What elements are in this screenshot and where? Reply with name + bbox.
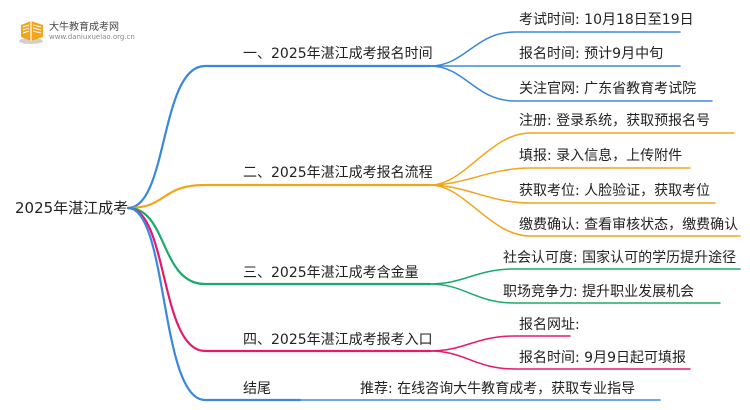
leaf-recommendation: 推荐: 在线咨询大牛教育成考，获取专业指导 xyxy=(360,381,636,397)
leaf-payment: 缴费确认: 查看审核状态，缴费确认 xyxy=(519,217,739,233)
leaf-connector xyxy=(429,268,741,285)
leaf-register-time: 报名时间: 预计9月中旬 xyxy=(519,46,664,62)
leaf-connector xyxy=(429,65,713,102)
logo-url: www.daniuxueiao.org.cn xyxy=(49,33,135,41)
logo: 大牛教育成考网 www.daniuxueiao.org.cn xyxy=(18,17,135,47)
leaf-official-site: 关注官网: 广东省教育考试院 xyxy=(519,81,697,97)
root-topic: 2025年湛江成考 xyxy=(15,199,129,217)
leaf-connector xyxy=(429,132,735,186)
leaf-register-date: 报名时间: 9月9日起可填报 xyxy=(519,350,686,366)
leaf-connector xyxy=(429,31,681,67)
branch-ending: 结尾 xyxy=(243,381,271,397)
branch-registration-process: 二、2025年湛江成考报名流程 xyxy=(243,165,433,181)
leaf-exam-time: 考试时间: 10月18日至19日 xyxy=(519,12,694,28)
branch-entrance: 四、2025年湛江成考报考入口 xyxy=(243,332,433,348)
leaf-connector xyxy=(429,184,741,237)
leaf-career: 职场竞争力: 提升职业发展机会 xyxy=(503,284,695,300)
branch-connector xyxy=(126,206,432,353)
logo-title: 大牛教育成考网 xyxy=(49,22,119,33)
branch-connector xyxy=(126,206,432,286)
leaf-get-seat: 获取考位: 人脸验证，获取考位 xyxy=(519,183,711,199)
branch-connector xyxy=(126,64,432,210)
leaf-connector xyxy=(429,335,571,352)
leaf-social-recognition: 社会认可度: 国家认可的学历提升途径 xyxy=(503,250,737,266)
branch-value: 三、2025年湛江成考含金量 xyxy=(243,265,419,281)
leaf-connector xyxy=(429,184,716,204)
leaf-connector xyxy=(429,283,721,304)
branch-registration-time: 一、2025年湛江成考报名时间 xyxy=(243,46,433,62)
branch-connector xyxy=(126,206,302,402)
branch-connector xyxy=(126,183,432,210)
leaf-register-url: 报名网址: xyxy=(519,317,580,333)
leaf-connector xyxy=(429,167,691,186)
leaf-connector xyxy=(429,350,691,370)
leaf-sign-up: 注册: 登录系统，获取预报名号 xyxy=(519,113,711,129)
leaf-fill-in: 填报: 录入信息，上传附件 xyxy=(519,148,683,164)
book-icon xyxy=(19,21,43,44)
